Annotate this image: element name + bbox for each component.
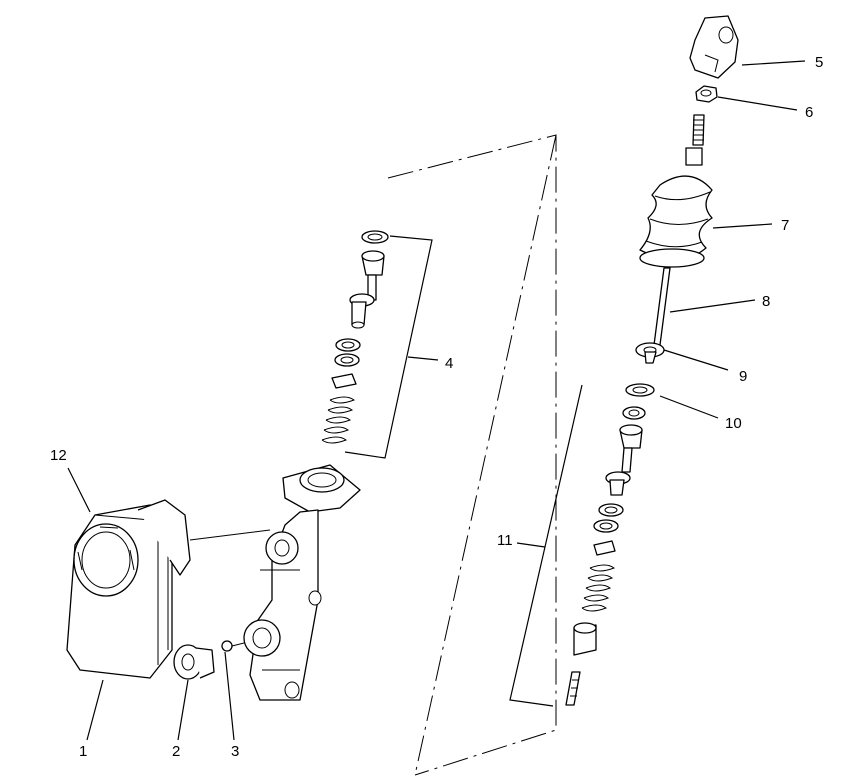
leader-lines: [67, 60, 806, 741]
callout-labels: 1 2 3 4 5 6 7 8 9 10 11 12: [50, 54, 823, 760]
reservoir-assembly: [66, 499, 271, 679]
callout-2: 2: [172, 743, 180, 760]
callout-5: 5: [815, 54, 823, 71]
piston-kit-right: [565, 383, 655, 706]
callout-9: 9: [739, 368, 747, 385]
callout-4: 4: [445, 355, 453, 372]
pushrod-assembly: [635, 15, 739, 364]
callout-12: 12: [50, 447, 67, 464]
fitting-part: [173, 644, 215, 680]
callout-10: 10: [725, 415, 742, 432]
cylinder-body: [243, 464, 361, 701]
callout-8: 8: [762, 293, 770, 310]
callout-11: 11: [497, 532, 513, 549]
callout-3: 3: [231, 743, 239, 760]
callout-6: 6: [805, 104, 813, 121]
callout-1: 1: [79, 743, 87, 760]
phantom-lines: [387, 134, 557, 776]
callout-7: 7: [781, 217, 789, 234]
piston-kit-left: [321, 230, 389, 444]
